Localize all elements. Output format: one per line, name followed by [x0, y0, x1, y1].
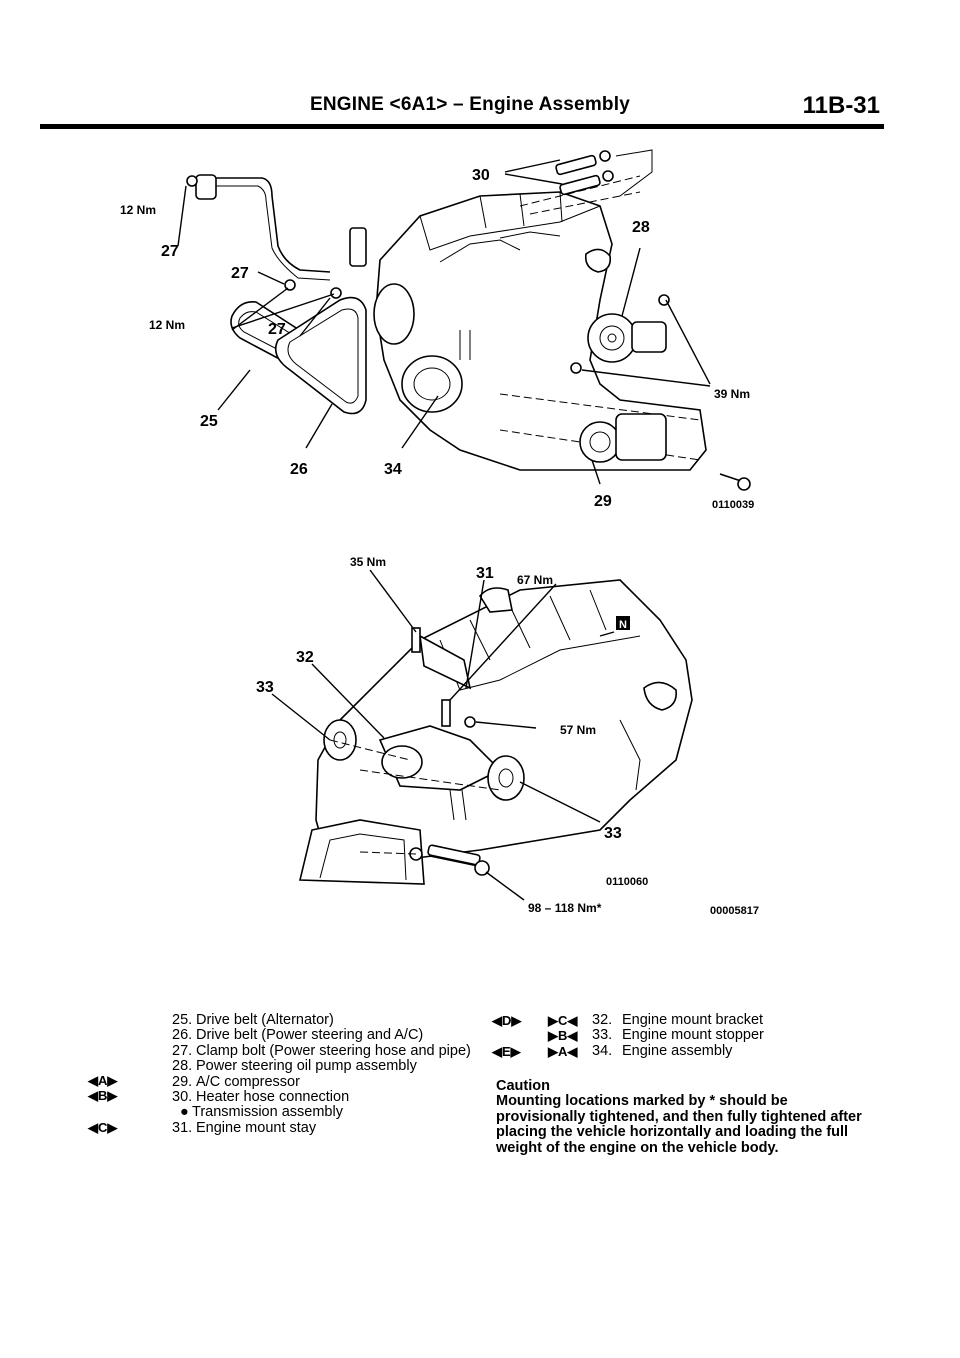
legend-item: 27.Clamp bolt (Power steering hose and p… — [172, 1042, 471, 1059]
legend-item: ◀D▶ ▶C◀ 32. Engine mount bracket — [492, 1012, 764, 1028]
heater-connection-a — [555, 154, 597, 176]
clamp-bolt-icon — [186, 175, 198, 187]
page-title: ENGINE <6A1> – Engine Assembly — [310, 94, 630, 115]
legend-item: ▶B◀ 33. Engine mount stopper — [548, 1027, 764, 1044]
label-torque-bolt: 98 – 118 Nm* — [528, 901, 602, 915]
caution-note: Caution Mounting locations marked by * s… — [496, 1078, 881, 1156]
top-diagram: 12 Nm 27 27 12 Nm 27 25 26 34 30 28 39 N… — [120, 149, 754, 511]
marker-n: N — [619, 619, 627, 631]
ac-bolt-icon — [737, 477, 751, 491]
legend-item: ●Transmission assembly — [180, 1104, 343, 1121]
parts-legend-left: 25.Drive belt (Alternator) 26.Drive belt… — [172, 1012, 472, 1136]
service-markers-left: ◀A▶ ◀B▶ ◀C▶ — [88, 1073, 148, 1151]
intake-flange — [479, 587, 513, 613]
label-part-29: 29 — [594, 493, 612, 510]
label-torque-12nm-top: 12 Nm — [120, 203, 156, 217]
legend-item: 29.A/C compressor — [172, 1073, 300, 1090]
hose-fitting — [349, 227, 367, 267]
label-torque-39nm: 39 Nm — [714, 387, 750, 401]
page-number: 11B-31 — [802, 92, 880, 119]
timing-cover — [373, 283, 415, 345]
figure-code-bottom: 00005817 — [710, 905, 759, 917]
label-part-33: 33 — [604, 825, 622, 842]
label-part-26: 26 — [290, 461, 308, 478]
legend-item: 30.Heater hose connection — [172, 1089, 350, 1106]
through-bolt — [429, 855, 479, 867]
marker-b: ◀B▶ — [88, 1088, 118, 1104]
caution-text: Mounting locations marked by * should be… — [496, 1093, 862, 1156]
label-torque-35nm: 35 Nm — [350, 555, 386, 569]
bottom-diagram: N 35 Nm 31 67 Nm 32 33 57 Nm 33 0110060 … — [256, 555, 759, 917]
legend-item: 26.Drive belt (Power steering and A/C) — [172, 1027, 424, 1044]
parts-legend-right: ◀D▶ ▶C◀ 32. Engine mount bracket ▶B◀ 33.… — [492, 1012, 882, 1059]
drive-belt-ps-ac — [274, 296, 367, 415]
ac-compressor-body — [615, 413, 667, 461]
label-part-27: 27 — [268, 321, 286, 338]
marker-c: ◀C▶ — [88, 1119, 118, 1135]
crank-pulley — [401, 355, 463, 413]
legend-item: ◀E▶ ▶A◀ 34. Engine assembly — [492, 1042, 733, 1059]
clamp-bolt-icon — [330, 287, 342, 299]
label-torque-57nm: 57 Nm — [560, 723, 596, 737]
label-part-32: 32 — [296, 649, 314, 666]
ps-pump-body — [631, 321, 667, 353]
page-header: ENGINE <6A1> – Engine Assembly 11B-31 — [40, 92, 880, 124]
label-part-25: 25 — [200, 413, 218, 430]
label-torque-12nm-mid: 12 Nm — [149, 318, 185, 332]
label-part-27: 27 — [231, 265, 249, 282]
engine-mount-stopper-rear — [487, 755, 525, 801]
hose-clamp-top — [195, 174, 217, 200]
ps-pump-bolt-icon — [570, 362, 582, 374]
label-part-34: 34 — [384, 461, 402, 478]
heater-pipe — [200, 177, 331, 273]
through-bolt-head-icon — [474, 860, 490, 876]
oil-cap — [584, 248, 612, 273]
figure-code-small: 0110060 — [606, 876, 648, 888]
ps-pump-pulley — [587, 313, 637, 363]
marker-a: ◀A▶ — [88, 1073, 118, 1088]
label-part-28: 28 — [632, 219, 650, 236]
label-part-27: 27 — [161, 243, 179, 260]
stay-bolt-b — [441, 699, 451, 727]
ac-compressor-clutch — [579, 421, 621, 463]
stay-bolt — [411, 627, 421, 653]
bracket-boss — [381, 745, 423, 779]
header-rule — [40, 124, 884, 129]
oil-filler-cap — [643, 681, 678, 711]
legend-item: 25.Drive belt (Alternator) — [172, 1012, 334, 1028]
engine-mount-stopper-front — [323, 719, 357, 761]
through-bolt-shank — [427, 844, 481, 866]
heater-connection-b — [559, 174, 601, 196]
bolt-57nm-icon — [464, 716, 476, 728]
label-part-30: 30 — [472, 167, 490, 184]
figure-code-top: 0110039 — [712, 499, 754, 511]
label-torque-67nm: 67 Nm — [517, 573, 553, 587]
legend-item: 28.Power steering oil pump assembly — [172, 1058, 417, 1075]
engine-mount-stay — [418, 634, 472, 690]
label-part-33: 33 — [256, 679, 274, 696]
caution-heading: Caution — [496, 1078, 550, 1094]
exploded-diagram: 12 Nm 27 27 12 Nm 27 25 26 34 30 28 39 N… — [120, 149, 759, 917]
legend-item: 31.Engine mount stay — [172, 1119, 317, 1136]
ps-pump-bolt-icon — [658, 294, 670, 306]
marker-n-box — [616, 616, 630, 630]
label-part-31: 31 — [476, 565, 494, 582]
